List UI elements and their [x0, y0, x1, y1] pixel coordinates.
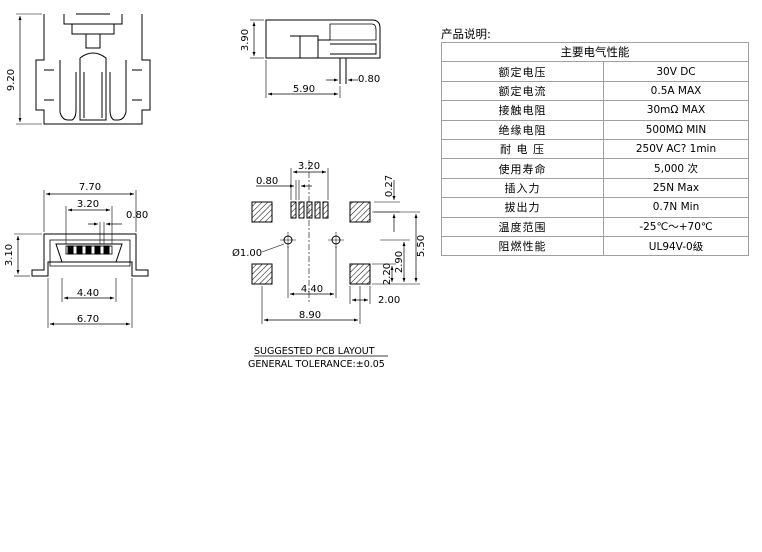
front-view-inner-width-label: 4.40	[77, 288, 99, 299]
spec-value: 25N Max	[603, 177, 749, 199]
spec-row: 耐 电 压 250V AC? 1min	[441, 138, 749, 160]
spec-header: 主要电气性能	[441, 41, 749, 63]
top-view	[16, 13, 151, 125]
spec-row: 温度范围 -25℃～+70℃	[441, 216, 749, 237]
pcb-caption-title: SUGGESTED PCB LAYOUT	[254, 346, 375, 357]
spec-title: 产品说明:	[441, 27, 491, 41]
spec-header-row: 主要电气性能	[441, 41, 749, 63]
pcb-pad-height-label: 2.20	[382, 263, 393, 285]
spec-value: -25℃～+70℃	[603, 216, 749, 237]
spec-value: UL94V-0级	[603, 235, 749, 257]
spec-name: 耐 电 压	[441, 138, 604, 160]
spec-name: 绝缘电阻	[441, 119, 604, 140]
spec-name: 额定电流	[441, 80, 604, 102]
side-view-pin-label: 0.80	[358, 74, 380, 85]
spec-row: 使用寿命 5,000 次	[441, 158, 749, 179]
pcb-mid-gap-label: 2.90	[394, 251, 405, 273]
pcb-total-width-label: 8.90	[299, 310, 321, 321]
spec-value: 0.5A MAX	[603, 80, 749, 102]
side-view-height-label: 3.90	[240, 29, 251, 51]
spec-row: 插入力 25N Max	[441, 177, 749, 199]
spec-value: 30V DC	[603, 61, 749, 82]
spec-row: 绝缘电阻 500MΩ MIN	[441, 119, 749, 140]
spec-name: 插入力	[441, 177, 604, 199]
pcb-pad-gap-label: 0.27	[384, 175, 395, 197]
spec-row: 拔出力 0.7N Min	[441, 197, 749, 218]
spec-value: 5,000 次	[603, 158, 749, 179]
spec-row: 额定电流 0.5A MAX	[441, 80, 749, 102]
front-view	[14, 190, 149, 328]
spec-name: 额定电压	[441, 61, 604, 82]
pcb-height-label: 5.50	[416, 235, 427, 257]
pcb-pad-width-label: 0.80	[256, 176, 278, 187]
spec-row: 接触电阻 30mΩ MAX	[441, 100, 749, 121]
side-view-length-label: 5.90	[293, 84, 315, 95]
spec-name: 拔出力	[441, 197, 604, 218]
spec-value: 500MΩ MIN	[603, 119, 749, 140]
spec-value: 0.7N Min	[603, 197, 749, 218]
pcb-pitch-label: 3.20	[298, 161, 320, 172]
pcb-hole-spacing-label: 4.40	[301, 284, 323, 295]
spec-name: 阻燃性能	[441, 235, 604, 257]
top-view-length-label: 9.20	[6, 69, 17, 91]
spec-value: 250V AC? 1min	[603, 138, 749, 160]
spec-name: 使用寿命	[441, 158, 604, 179]
pcb-dimensions	[256, 160, 420, 324]
pcb-pad-length-label: 2.00	[378, 295, 400, 306]
spec-name: 温度范围	[441, 216, 604, 237]
front-view-pin-width-label: 0.80	[126, 210, 148, 221]
spec-row: 阻燃性能 UL94V-0级	[441, 235, 749, 257]
pcb-caption-tolerance: GENERAL TOLERANCE:±0.05	[248, 359, 385, 370]
pcb-hole-label: Ø1.00	[232, 247, 262, 259]
front-view-outer-width-label: 7.70	[79, 182, 101, 193]
spec-value: 30mΩ MAX	[603, 100, 749, 121]
spec-table: 主要电气性能 额定电压 30V DC 额定电流 0.5A MAX 接触电阻 30…	[441, 41, 749, 257]
spec-name: 接触电阻	[441, 100, 604, 121]
front-view-pitch-label: 3.20	[77, 199, 99, 210]
side-view	[250, 19, 381, 98]
front-view-height-label: 3.10	[4, 244, 15, 266]
front-view-base-width-label: 6.70	[77, 314, 99, 325]
pcb-layout	[251, 201, 371, 285]
spec-row: 额定电压 30V DC	[441, 61, 749, 82]
